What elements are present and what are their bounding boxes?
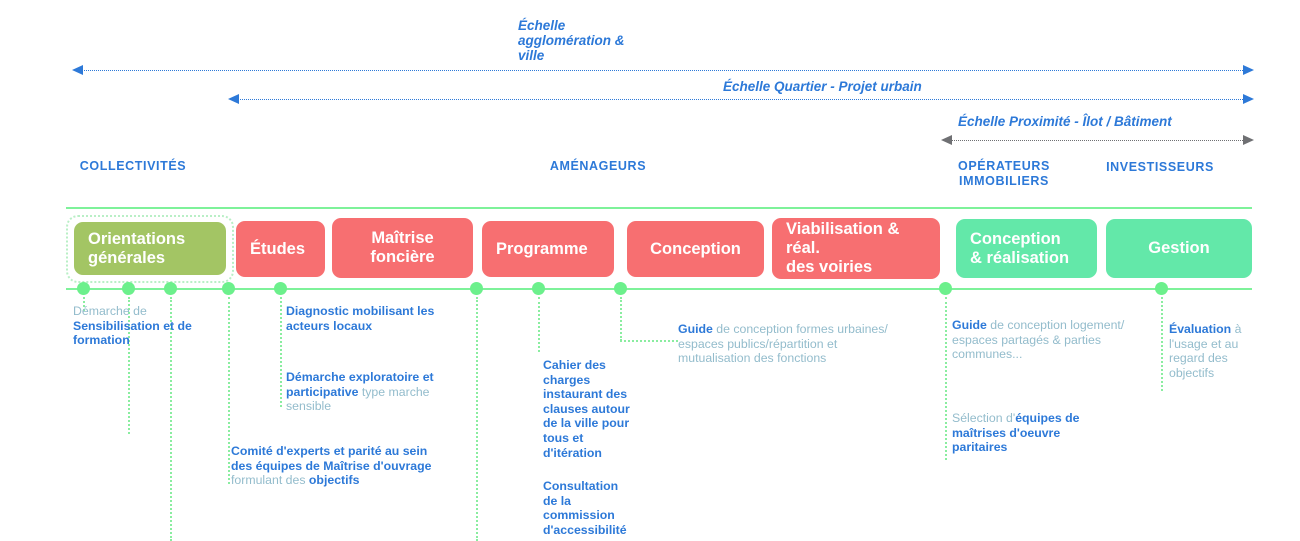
arrow-shaft — [237, 99, 1245, 100]
dropline — [620, 297, 622, 341]
phase-outline-orientations — [66, 215, 234, 283]
phase-label: Conception & réalisation — [970, 229, 1070, 267]
phase-box-programme[interactable]: Programme — [482, 221, 614, 277]
arrow-head-left-icon — [72, 65, 83, 75]
scale-label-agglomeration: Échelle agglomération & ville — [518, 18, 625, 63]
scale-label-proximite: Échelle Proximité - Îlot / Bâtiment — [958, 114, 1172, 129]
note-evaluation: Évaluation à l'usage et au regard des ob… — [1169, 322, 1242, 380]
timeline-axis — [66, 288, 1252, 290]
timeline-node[interactable] — [222, 282, 235, 295]
phase-box-conception-realisation[interactable]: Conception & réalisation — [956, 219, 1097, 278]
scale-arrow-agglomeration — [72, 65, 1254, 76]
dropline — [170, 297, 172, 541]
timeline-node[interactable] — [274, 282, 287, 295]
phase-label: Viabilisation & réal. des voiries — [786, 220, 900, 276]
timeline-node[interactable] — [532, 282, 545, 295]
dropline — [1161, 297, 1163, 391]
phase-label: Conception — [650, 239, 741, 258]
phase-label: Études — [250, 239, 306, 258]
phase-box-conception[interactable]: Conception — [627, 221, 764, 277]
arrow-head-right-icon — [1243, 65, 1254, 75]
dropline — [83, 297, 85, 311]
note-selection-equipes: Sélection d'équipes de maîtrises d'oeuvr… — [952, 411, 1080, 455]
phase-label: Maîtrise foncière — [370, 229, 435, 266]
timeline-node[interactable] — [470, 282, 483, 295]
phase-label: Orientations générales — [88, 229, 186, 267]
note-consultation: Consultation de la commission d'accessib… — [543, 479, 627, 537]
phase-label: Gestion — [1148, 239, 1210, 257]
note-guide-conception-urbaine: Guide de conception formes urbaines/ esp… — [678, 322, 888, 366]
timeline-node[interactable] — [122, 282, 135, 295]
dropline — [128, 297, 130, 434]
scale-arrow-quartier — [228, 94, 1254, 105]
dropline — [945, 297, 947, 460]
note-demarche-exploratoire: Démarche exploratoire et participative t… — [286, 370, 434, 414]
phase-label: Programme — [496, 239, 588, 258]
arrow-shaft — [81, 70, 1245, 71]
phase-box-viabilisation-voiries[interactable]: Viabilisation & réal. des voiries — [772, 218, 940, 279]
dropline — [228, 297, 230, 484]
actor-label-amenageurs: AMÉNAGEURS — [549, 159, 647, 173]
note-sensibilisation: Démarche de Sensibilisation et de format… — [73, 304, 192, 348]
note-diagnostic: Diagnostic mobilisant les acteurs locaux — [286, 304, 435, 333]
dropline — [476, 297, 478, 541]
timeline-node[interactable] — [164, 282, 177, 295]
phase-box-gestion[interactable]: Gestion — [1106, 219, 1252, 278]
actor-label-investisseurs: INVESTISSEURS — [1106, 160, 1214, 174]
scale-label-quartier: Échelle Quartier - Projet urbain — [723, 79, 922, 94]
top-divider — [66, 207, 1252, 209]
arrow-head-right-icon — [1243, 94, 1254, 104]
note-connector — [620, 340, 678, 342]
arrow-head-left-icon — [941, 135, 952, 145]
arrow-head-left-icon — [228, 94, 239, 104]
actor-label-collectivites: COLLECTIVITÉS — [79, 159, 187, 173]
scale-arrow-proximite — [941, 135, 1254, 146]
timeline-node[interactable] — [77, 282, 90, 295]
arrow-shaft — [950, 140, 1245, 141]
actor-label-operateurs-immobiliers: OPÉRATEURS IMMOBILIERS — [958, 159, 1050, 188]
timeline-node[interactable] — [939, 282, 952, 295]
timeline-node[interactable] — [614, 282, 627, 295]
timeline-node[interactable] — [1155, 282, 1168, 295]
arrow-head-right-icon — [1243, 135, 1254, 145]
dropline — [538, 297, 540, 352]
note-cahier-charges: Cahier des charges instaurant des clause… — [543, 358, 630, 460]
note-guide-logement: Guide de conception logement/ espaces pa… — [952, 318, 1125, 362]
note-comite-experts: Comité d'experts et parité au sein des é… — [231, 444, 432, 488]
phase-box-maitrise-fonciere[interactable]: Maîtrise foncière — [332, 218, 473, 278]
phase-box-etudes[interactable]: Études — [236, 221, 325, 277]
phase-box-orientations-generales[interactable]: Orientations générales — [74, 222, 226, 275]
dropline — [280, 297, 282, 407]
